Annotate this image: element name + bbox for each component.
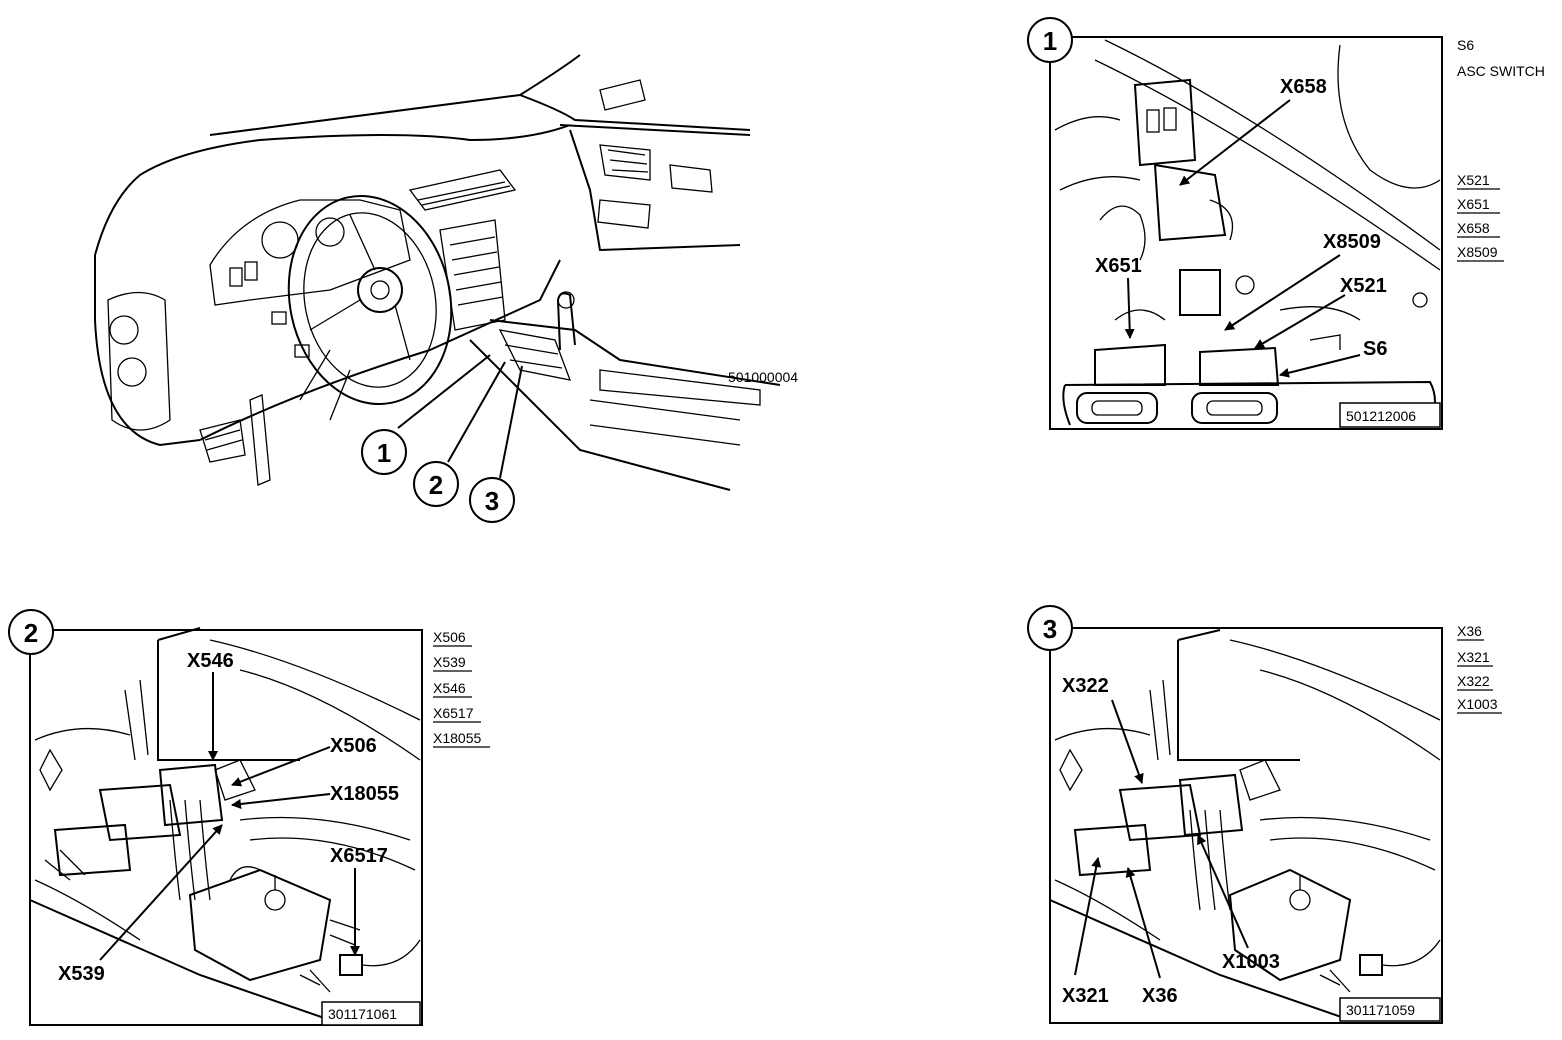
list-item: X506	[433, 629, 466, 645]
panel-2	[29, 627, 423, 1026]
label-x1003: X1003	[1222, 951, 1280, 973]
panel1-side-title: S6	[1457, 37, 1474, 53]
overview-callout-1: 1	[361, 354, 491, 475]
label-x6517: X6517	[330, 845, 388, 867]
overview-callout-2: 2	[413, 361, 506, 507]
label-x321: X321	[1062, 985, 1109, 1007]
svg-text:1: 1	[377, 438, 391, 468]
label-s6: S6	[1363, 338, 1387, 360]
list-item: X539	[433, 654, 466, 670]
list-item: X321	[1457, 649, 1490, 665]
panel-3-number: 3	[1027, 605, 1073, 651]
list-item: X658	[1457, 220, 1490, 236]
list-item: X18055	[433, 730, 481, 746]
list-item: X6517	[433, 705, 474, 721]
list-item: X36	[1457, 623, 1482, 639]
panel1-connector-list: X521 X651 X658 X8509	[1457, 172, 1504, 262]
svg-text:2: 2	[429, 470, 443, 500]
panel3-connector-list: X36 X321 X322 X1003	[1457, 623, 1502, 714]
label-x539: X539	[58, 963, 105, 985]
panel2-connector-list: X506 X539 X546 X6517 X18055	[433, 629, 490, 748]
label-x651: X651	[1095, 255, 1142, 277]
panel-2-number: 2	[8, 609, 54, 655]
label-x658: X658	[1280, 76, 1327, 98]
list-item: X546	[433, 680, 466, 696]
svg-text:3: 3	[485, 486, 499, 516]
panel3-code: 301171059	[1346, 1002, 1415, 1018]
label-x36: X36	[1142, 985, 1178, 1007]
overview-code: 501000004	[728, 369, 798, 385]
panel-1-number: 1	[1027, 17, 1073, 63]
list-item: X8509	[1457, 244, 1498, 260]
panel-1	[1049, 36, 1443, 430]
list-item: X651	[1457, 196, 1490, 212]
list-item: X322	[1457, 673, 1490, 689]
svg-text:1: 1	[1043, 26, 1057, 56]
overview-callout-3: 3	[469, 365, 523, 523]
label-x521: X521	[1340, 275, 1387, 297]
panel1-side-subtitle: ASC SWITCH	[1457, 63, 1545, 79]
list-item: X1003	[1457, 696, 1498, 712]
svg-text:3: 3	[1043, 614, 1057, 644]
label-x546: X546	[187, 650, 234, 672]
panel-3	[1049, 627, 1443, 1024]
label-x506: X506	[330, 735, 377, 757]
label-x322: X322	[1062, 675, 1109, 697]
panel1-code: 501212006	[1346, 408, 1416, 424]
panel2-code: 301171061	[328, 1006, 397, 1022]
dashboard-illustration	[94, 54, 781, 491]
list-item: X521	[1457, 172, 1490, 188]
label-x8509: X8509	[1323, 231, 1381, 253]
svg-text:2: 2	[24, 618, 38, 648]
label-x18055: X18055	[330, 783, 399, 805]
